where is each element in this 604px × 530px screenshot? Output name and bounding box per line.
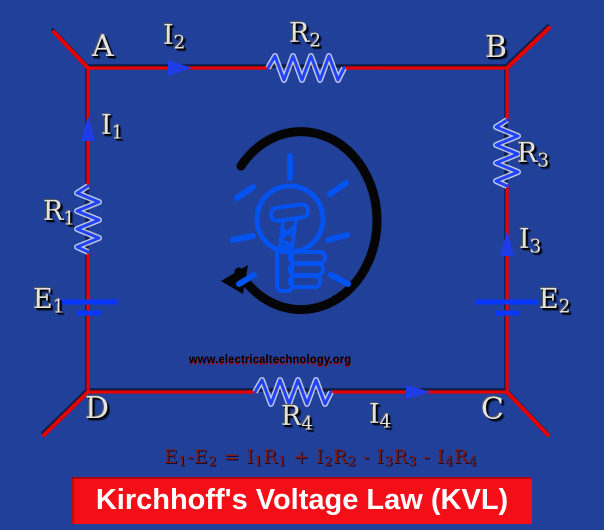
label-battery-e2: E2 <box>539 284 571 318</box>
light-bulb-icon <box>230 153 351 293</box>
loop-arrow-icon <box>221 127 382 315</box>
loop-arrow-arc <box>234 127 382 315</box>
stub-node-b <box>505 26 551 70</box>
resistor-r4 <box>253 378 333 406</box>
label-current-i4: I4 <box>369 399 392 433</box>
resistor-r2 <box>266 54 346 82</box>
label-resistor-r2: R2 <box>289 18 322 52</box>
watermark-url: www.electricaltechnology.org <box>189 354 352 366</box>
label-current-i3: I3 <box>519 224 542 258</box>
label-resistor-r4: R4 <box>281 401 314 435</box>
title-banner: Kirchhoff's Voltage Law (KVL) <box>72 477 532 524</box>
resistor-r3 <box>494 118 520 188</box>
stub-node-d <box>42 390 90 437</box>
batteries <box>61 299 538 316</box>
loop-arrow-head <box>221 265 248 294</box>
resistors <box>75 54 520 406</box>
current-arrow-i4 <box>406 385 431 399</box>
bulb-filament <box>269 202 311 251</box>
page-title: Kirchhoff's Voltage Law (KVL) <box>95 484 509 516</box>
node-label-a: A <box>92 29 114 64</box>
label-resistor-r3: R3 <box>517 138 550 172</box>
kvl-equation: E1-E2 = I1R1 + I2R2 - I3R3 - I4R4 <box>164 447 478 470</box>
node-label-d: D <box>85 391 110 426</box>
label-current-i1: I1 <box>101 110 124 144</box>
resistor-r1 <box>75 184 101 254</box>
current-arrow-i3 <box>500 231 514 256</box>
current-arrows <box>81 60 514 399</box>
bulb-hand <box>275 245 327 293</box>
current-arrow-i2 <box>168 60 192 76</box>
current-arrow-i1 <box>81 116 95 141</box>
stub-node-a <box>52 30 90 70</box>
stub-node-c <box>505 390 550 437</box>
label-current-i2: I2 <box>163 20 186 54</box>
node-label-c: C <box>481 392 504 427</box>
label-resistor-r1: R1 <box>43 196 76 230</box>
resistor-highlights <box>74 53 521 407</box>
label-battery-e1: E1 <box>33 284 65 318</box>
bulb-rays <box>230 153 351 287</box>
node-label-b: B <box>485 30 508 65</box>
wires <box>42 26 551 437</box>
